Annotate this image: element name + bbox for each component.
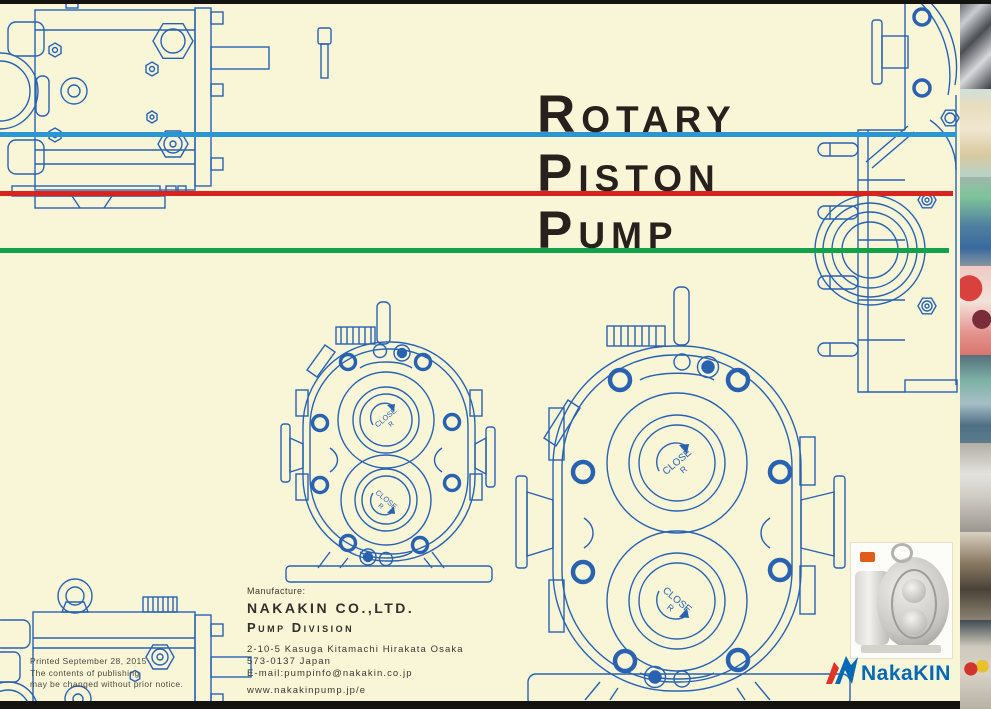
rotor-close-label: CLOSE: [661, 447, 694, 477]
photo-strip: [960, 0, 991, 709]
pump-photo-lifting-ring: [891, 543, 913, 563]
top-black-bar: [0, 0, 991, 4]
business-meeting-photo: [960, 531, 991, 621]
pump-front-view-large: CLOSE R CLOSE R: [515, 286, 851, 708]
fine-print-line-1: Printed September 28, 2015: [30, 656, 147, 666]
rotor-close-marking: CLOSE R: [656, 585, 693, 620]
pump-section-view-top-right: [814, 0, 960, 393]
pump-photo-orange-button: [860, 552, 875, 562]
logo-mark-blue-stroke: [835, 656, 858, 684]
fine-print-line-3: may be changed without prior notice.: [30, 679, 184, 689]
manufacturer-heading: Manufacture:: [247, 586, 306, 596]
title-cap: R: [537, 85, 582, 144]
pump-photo-dome: [902, 579, 926, 603]
pump-assembly-worker-photo: [960, 354, 991, 444]
factory-worker-green-helmet-photo: [960, 177, 991, 266]
title-rest: ISTON: [578, 158, 721, 199]
pump-side-view-top-left: [0, 0, 332, 209]
accent-rule-green: [0, 248, 949, 253]
rotor-r-label: R: [387, 420, 395, 429]
address-line-1: 2-10-5 Kasuga Kitamachi Hirakata Osaka: [247, 644, 464, 655]
title-rest: UMP: [578, 215, 679, 256]
pump-product-photo: [851, 543, 952, 658]
logo-text: NakaKIN: [861, 662, 951, 685]
strawberry-dessert-photo: [960, 265, 991, 355]
fine-print-line-2: The contents of publishing: [30, 667, 140, 678]
title-cap: P: [537, 201, 579, 260]
website-line: www.nakakinpump.jp/e: [247, 685, 367, 696]
rotor-r-label: R: [376, 502, 384, 511]
rotor-close-marking: CLOSE R: [369, 402, 398, 429]
nakakin-logo-mark-icon: [826, 656, 858, 684]
address-line-2: 573-0137 Japan: [247, 656, 332, 667]
company-name: NAKAKIN CO.,LTD.: [247, 600, 415, 616]
rotor-close-label: CLOSE: [660, 585, 693, 615]
pump-photo-base: [861, 645, 941, 653]
division-name: Pump Division: [247, 620, 355, 635]
bottom-black-bar: [0, 701, 960, 709]
fine-print: Printed September 28, 2015 The contents …: [30, 656, 183, 691]
pump-equipment-photo: [960, 443, 991, 532]
rotor-close-marking: CLOSE R: [656, 442, 694, 477]
nakakin-logo: NakaKIN: [826, 654, 951, 685]
title-cap: P: [537, 144, 579, 203]
pump-side-view-bottom-left: [0, 578, 252, 709]
accent-rule-blue: [0, 132, 956, 137]
cosmetic-bottles-photo: [960, 88, 991, 178]
rotor-r-label: R: [665, 602, 676, 614]
accent-rule-red: [0, 191, 953, 196]
pump-front-view-small: CLOSE R CLOSE R: [280, 301, 496, 583]
title-rest: OTARY: [581, 99, 737, 140]
pump-photo-dome: [901, 609, 927, 635]
email-line: E-mail:pumpinfo@nakakin.co.jp: [247, 668, 413, 679]
steel-rotor-shafts-photo: [960, 0, 991, 89]
rotor-r-label: R: [678, 464, 689, 476]
logo-mark-red-stroke: [826, 662, 839, 684]
trade-show-booth-photo: [960, 620, 991, 709]
manufacturer-block: Manufacture: NAKAKIN CO.,LTD. Pump Divis…: [247, 586, 464, 696]
rotor-close-marking: CLOSE R: [369, 488, 399, 516]
